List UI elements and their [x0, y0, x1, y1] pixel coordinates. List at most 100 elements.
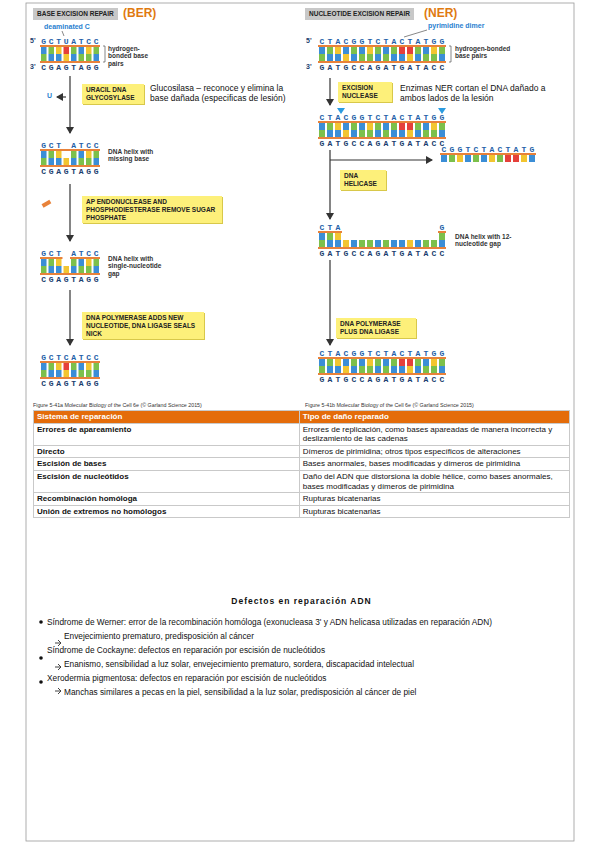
table-row: Escisión de nucleótidosDaño del ADN que …	[34, 470, 570, 492]
base	[415, 240, 421, 247]
base	[56, 54, 62, 61]
table-cell: Directo	[34, 445, 300, 458]
base	[383, 54, 389, 61]
dna-sequence: GCTUATCC	[41, 37, 101, 46]
table-cell: Bases anormales, bases modificadas y dím…	[299, 458, 569, 471]
base	[86, 54, 92, 61]
base	[71, 47, 77, 54]
table-cell: Dímeros de pirimidina; otros tipos espec…	[299, 445, 569, 458]
base	[375, 366, 381, 373]
base	[351, 47, 357, 54]
base	[335, 54, 341, 61]
enzyme-label: DNA POLYMERASE PLUS DNA LIGASE	[340, 320, 412, 336]
cell-text: Daño del ADN que distorsiona la doble hé…	[303, 472, 553, 491]
base	[423, 54, 429, 61]
base	[383, 47, 389, 54]
base	[399, 130, 405, 137]
base	[327, 233, 333, 240]
base	[319, 359, 325, 366]
base	[351, 359, 357, 366]
base	[335, 240, 341, 247]
base	[391, 240, 397, 247]
list-item: Síndrome de Cockayne: defectos en repara…	[47, 644, 562, 656]
list-item: Síndrome de Werner: error de la recombin…	[47, 616, 562, 628]
section-header: NUCLEOTIDE EXCISION REPAIR	[305, 8, 414, 20]
annotation: DNA helix with single-nucleotide gap	[108, 255, 168, 277]
base	[327, 54, 333, 61]
table-cell: Escisión de bases	[34, 458, 300, 471]
base	[367, 359, 373, 366]
dna-sequence: CGAGTAGG	[41, 167, 101, 176]
annotation: pyrimidine dimer	[428, 22, 484, 30]
cell-text: Directo	[37, 447, 65, 456]
base	[327, 366, 333, 373]
table-cell: Tipo de daño reparado	[299, 411, 569, 424]
base	[41, 54, 47, 61]
base	[423, 123, 429, 130]
section-header: BASE EXCISION REPAIR	[33, 8, 118, 20]
base	[423, 130, 429, 137]
base	[391, 359, 397, 366]
dna-sequence: G	[440, 223, 448, 232]
base	[71, 54, 77, 61]
page-border	[26, 3, 574, 841]
base	[343, 54, 349, 61]
base	[431, 359, 437, 366]
base	[415, 130, 421, 137]
base	[327, 47, 333, 54]
base	[41, 363, 47, 370]
enzyme-label: DNA POLYMERASE ADDS NEW NUCLEOTIDE, DNA …	[86, 314, 200, 337]
dna-sequence: CGGTCTACTATG	[442, 145, 538, 154]
base	[94, 363, 100, 370]
base	[49, 151, 55, 158]
table-cell: Escisión de nucleótidos	[34, 470, 300, 492]
enzyme-box: DNA POLYMERASE ADDS NEW NUCLEOTIDE, DNA …	[82, 312, 204, 339]
base	[319, 130, 325, 137]
base	[56, 259, 62, 266]
table-cell: Errores de apareamiento	[34, 423, 300, 445]
table-cell: Recombinación homóloga	[34, 493, 300, 506]
base	[441, 155, 447, 162]
base	[359, 130, 365, 137]
base	[71, 370, 77, 377]
enzyme-label: DNA HELICASE	[344, 172, 382, 188]
table-cell: Daño del ADN que distorsiona la doble hé…	[299, 470, 569, 492]
base	[359, 366, 365, 373]
base	[49, 259, 55, 266]
cell-text: Rupturas bicatenarias	[303, 494, 381, 503]
base	[431, 240, 437, 247]
base	[439, 240, 445, 247]
dna-sequence: GCT ATCC	[41, 141, 101, 150]
base	[431, 47, 437, 54]
cell-text: Errores de replicación, como bases apare…	[303, 425, 552, 444]
base	[79, 158, 85, 165]
base	[407, 123, 413, 130]
base	[391, 366, 397, 373]
base	[415, 359, 421, 366]
base	[375, 123, 381, 130]
base	[367, 123, 373, 130]
base	[41, 259, 47, 266]
annotation: DNA helix with missing base	[108, 148, 163, 163]
base	[79, 151, 85, 158]
base	[481, 155, 487, 162]
table-row: Sistema de reparaciónTipo de daño repara…	[34, 411, 570, 424]
backbone	[40, 377, 100, 379]
base	[64, 363, 70, 370]
annotation: Enzimas NER cortan el DNA dañado a ambos…	[400, 84, 568, 104]
cell-text: Rupturas bicatenarias	[303, 507, 381, 516]
base	[86, 363, 92, 370]
base	[79, 363, 85, 370]
dna-sequence: GATGCCAGATGATACC	[320, 375, 448, 384]
dna-sequence: CGAGTAGG	[41, 275, 101, 284]
base	[513, 155, 519, 162]
base	[319, 47, 325, 54]
base	[367, 130, 373, 137]
base	[383, 123, 389, 130]
base	[367, 54, 373, 61]
base	[343, 240, 349, 247]
base	[439, 123, 445, 130]
base	[375, 130, 381, 137]
enzyme-box: DNA POLYMERASE PLUS DNA LIGASE	[336, 318, 416, 338]
annotation: hydrogen-bonded base pairs	[455, 45, 515, 60]
